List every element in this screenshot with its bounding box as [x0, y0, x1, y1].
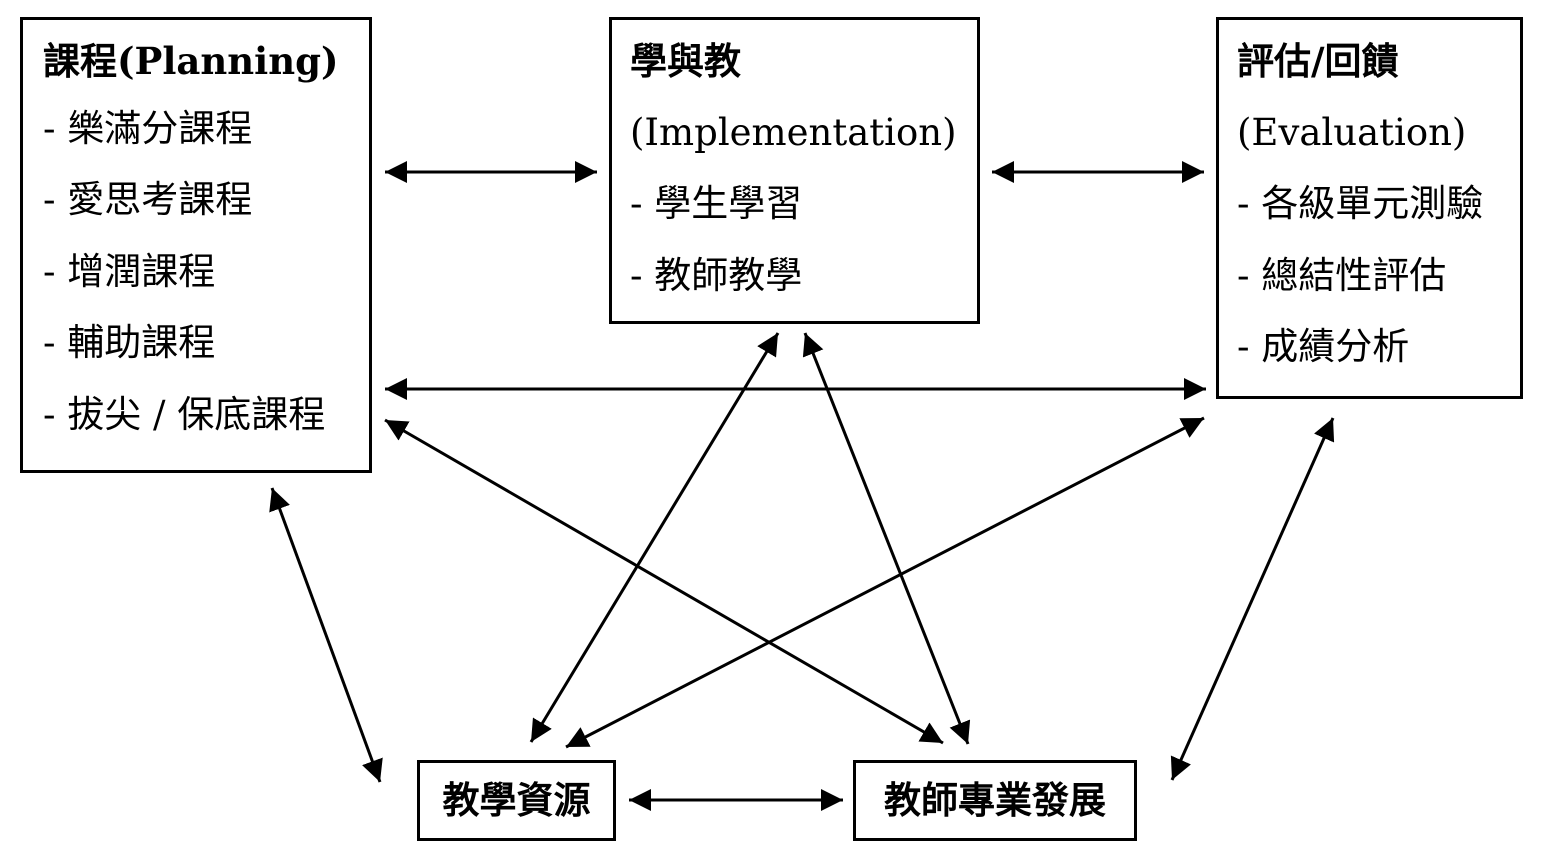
planning-item: - 增潤課程: [43, 249, 216, 293]
teacher-development-title: 教師專業發展: [884, 778, 1106, 823]
resources-title: 教學資源: [442, 778, 591, 823]
implementation-item: - 學生學習: [630, 182, 803, 226]
implementation-item: - 教師教學: [630, 253, 803, 297]
planning-item: - 樂滿分課程: [43, 106, 253, 150]
arrow-evaluation-teacher-development: [1170, 417, 1335, 781]
evaluation-item: - 各級單元測驗: [1237, 182, 1484, 226]
evaluation-box: 評估/回饋 (Evaluation) - 各級單元測驗 - 總結性評估 - 成績…: [1216, 17, 1523, 399]
arrow-planning-resources: [269, 487, 383, 783]
teacher-development-box: 教師專業發展: [853, 760, 1137, 841]
arrow-implementation-teacher-development: [802, 332, 971, 745]
implementation-subtitle: (Implementation): [630, 110, 957, 154]
planning-list: - 樂滿分課程 - 愛思考課程 - 增潤課程 - 輔助課程 - 拔尖 / 保底課…: [43, 106, 369, 437]
resources-box: 教學資源: [417, 760, 616, 841]
planning-box: 課程(Planning) - 樂滿分課程 - 愛思考課程 - 增潤課程 - 輔助…: [20, 17, 372, 473]
evaluation-item: - 總結性評估: [1237, 253, 1447, 297]
planning-item: - 愛思考課程: [43, 178, 253, 222]
implementation-list: - 學生學習 - 教師教學: [630, 183, 977, 297]
arrow-evaluation-resources: [565, 416, 1205, 749]
planning-item: - 輔助課程: [43, 321, 216, 365]
arrow-implementation-resources: [529, 332, 780, 743]
planning-title: 課程(Planning): [43, 39, 339, 83]
evaluation-title: 評估/回饋: [1237, 39, 1399, 83]
implementation-title: 學與教: [630, 39, 741, 83]
planning-item: - 拔尖 / 保底課程: [43, 392, 326, 436]
evaluation-item: - 成績分析: [1237, 325, 1410, 369]
evaluation-list: - 各級單元測驗 - 總結性評估 - 成績分析: [1237, 183, 1520, 369]
evaluation-subtitle: (Evaluation): [1237, 110, 1467, 154]
implementation-box: 學與教 (Implementation) - 學生學習 - 教師教學: [609, 17, 980, 324]
